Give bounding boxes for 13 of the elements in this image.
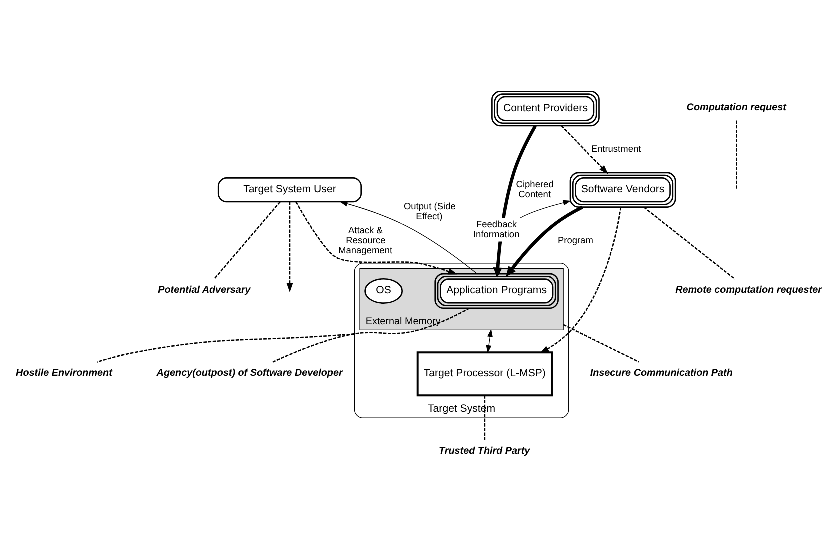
node-text: Insecure Communication Path [590,367,733,378]
edge-label: Attack & Resource Management [338,225,393,255]
edge-label: Program [558,234,594,245]
edge-label: Output (Side Effect) [404,200,456,221]
edge-label: Entrustment [591,144,642,154]
node-text: Remote computation requester [676,284,822,296]
node-text: Hostile Environment [16,367,112,378]
edge-label: Feedback Information [473,218,520,239]
node-text: Computation request [686,102,786,113]
node-text: Agency(outpost) of Software Developer [156,367,343,378]
node-text: Potential Adversary [158,284,251,296]
edge-label: Ciphered Content [516,179,554,200]
node-text: Trusted Third Party [438,446,530,457]
